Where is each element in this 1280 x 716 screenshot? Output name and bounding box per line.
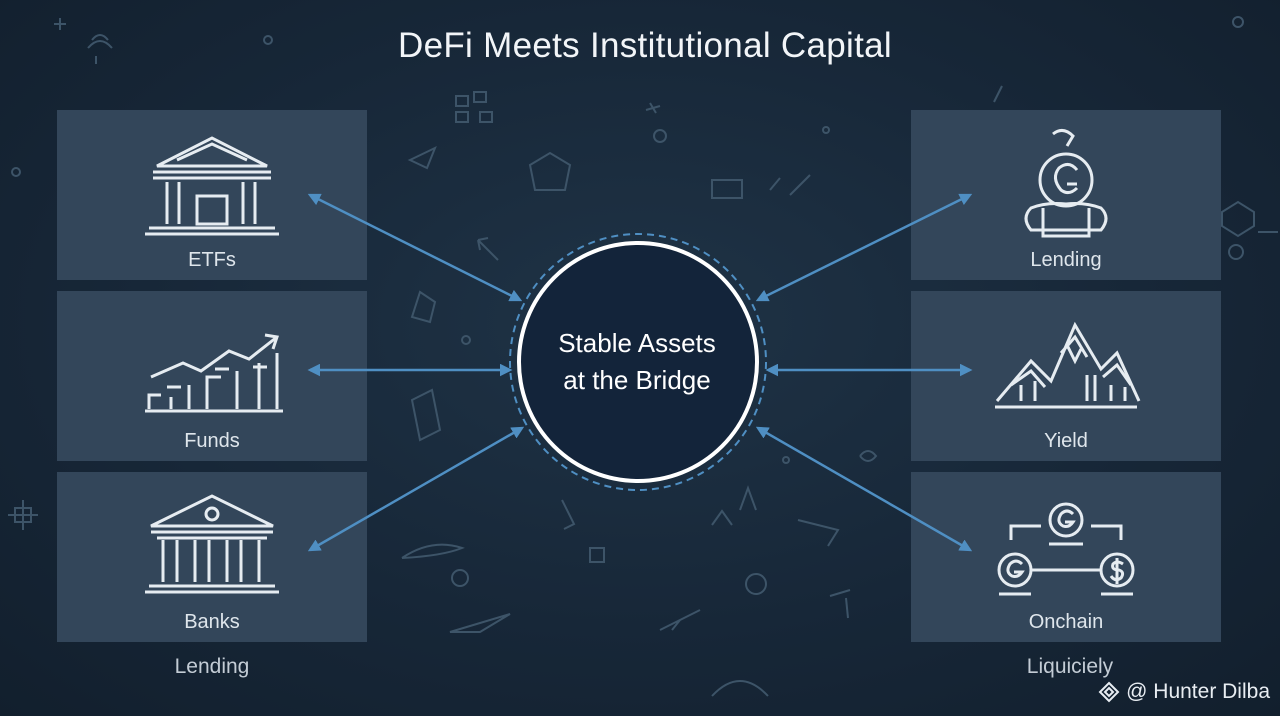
footer-label-right: Liquiciely [915, 655, 1225, 679]
hub-label-line-2: at the Bridge [517, 362, 757, 399]
diamond-logo-icon [1098, 681, 1120, 703]
credit-text: @ Hunter Dilba [1126, 680, 1270, 704]
arrow-etfs [310, 195, 520, 300]
hub-label: Stable Assets at the Bridge [517, 325, 757, 399]
arrow-banks [310, 428, 522, 550]
arrow-onchain [758, 428, 970, 550]
footer-label-left: Lending [57, 655, 367, 679]
credit: @ Hunter Dilba [1098, 680, 1270, 704]
hub-label-line-1: Stable Assets [517, 325, 757, 362]
arrow-lending [758, 195, 970, 300]
